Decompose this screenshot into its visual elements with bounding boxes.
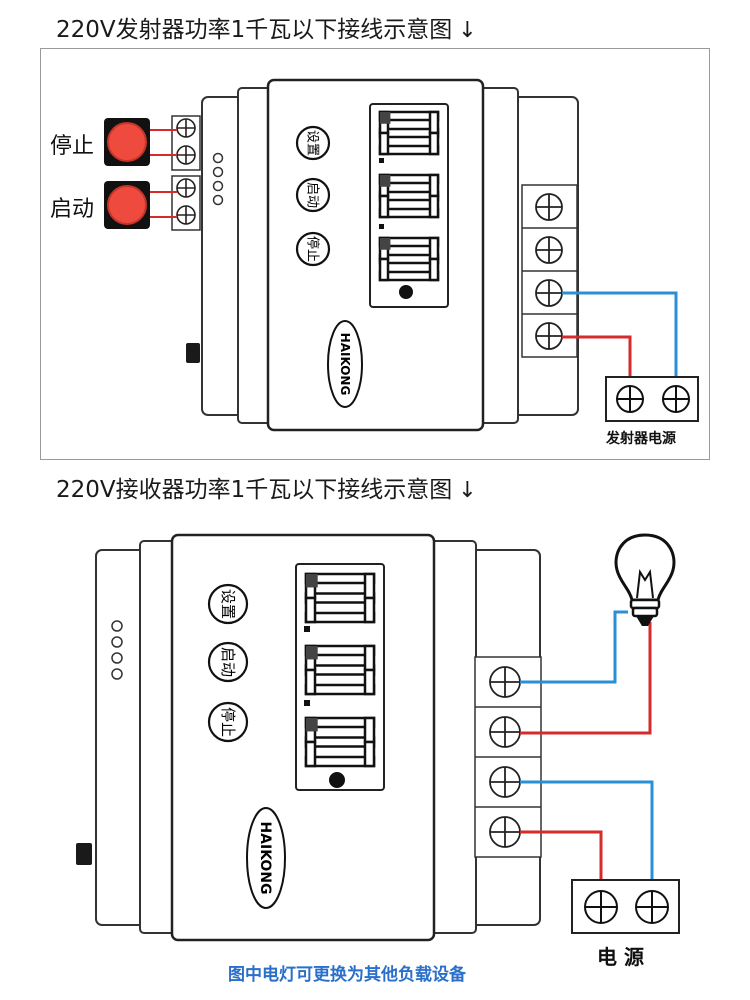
receiver-digit-1 [304, 644, 376, 696]
side-knob [186, 343, 200, 363]
transmitter-red-wire [562, 335, 632, 382]
receiver-digit-0 [304, 572, 376, 624]
receiver-panel-button-1[interactable]: 启动 [207, 641, 249, 683]
load-note: 图中电灯可更换为其他负载设备 [228, 965, 466, 985]
indicator-holes [212, 152, 224, 206]
right-terminal-block [521, 184, 578, 358]
transmitter-heading: 220V发射器功率1千瓦以下接线示意图↓ [56, 10, 477, 44]
transmitter-power-label: 发射器电源 [606, 431, 676, 447]
receiver-heading: 220V接收器功率1千瓦以下接线示意图↓ [56, 470, 477, 504]
stop-label: 停止 [50, 134, 95, 159]
transmitter-digit-1 [378, 173, 440, 219]
receiver-power-label: 电 源 [597, 945, 644, 969]
transmitter-panel-button-label-1: 启动 [304, 182, 319, 208]
transmitter-heading-text: 220V发射器功率1千瓦以下接线示意图 [56, 17, 453, 43]
seven-segment-display [295, 563, 385, 791]
receiver-digit-2 [304, 716, 376, 768]
indicator-holes [111, 620, 123, 680]
load-blue-wire [520, 610, 628, 684]
receiver-red-wire [520, 830, 603, 884]
svg-text:HAIKONG: HAIKONG [338, 333, 352, 396]
transmitter-panel-button-label-0: 设置 [304, 130, 319, 156]
side-knob [76, 843, 92, 865]
receiver-power-terminal [571, 879, 680, 934]
receiver-panel-button-2[interactable]: 停止 [207, 701, 249, 743]
transmitter-panel-button-0[interactable]: 设置 [295, 125, 331, 161]
down-arrow-icon: ↓ [458, 18, 477, 43]
brand-logo: HAIKONG [327, 320, 363, 408]
start-label: 启动 [50, 197, 95, 222]
down-arrow-icon: ↓ [458, 478, 477, 503]
transmitter-digit-2 [378, 236, 440, 282]
transmitter-power-terminal [605, 376, 699, 422]
receiver-panel-button-label-0: 设置 [219, 589, 237, 619]
left-terminal-block [171, 115, 201, 231]
transmitter-blue-wire [562, 291, 678, 382]
receiver-panel-button-label-2: 停止 [219, 707, 237, 737]
transmitter-panel-button-1[interactable]: 启动 [295, 177, 331, 213]
transmitter-panel-button-2[interactable]: 停止 [295, 231, 331, 267]
receiver-blue-wire [520, 780, 654, 884]
receiver-panel-button-0[interactable]: 设置 [207, 583, 249, 625]
right-terminal-block [474, 656, 542, 858]
start-push-button[interactable] [104, 181, 150, 229]
brand-logo: HAIKONG [246, 807, 286, 909]
transmitter-panel-button-label-2: 停止 [304, 236, 320, 262]
receiver-heading-text: 220V接收器功率1千瓦以下接线示意图 [56, 477, 453, 503]
svg-text:HAIKONG: HAIKONG [257, 821, 273, 894]
seven-segment-display [369, 103, 449, 308]
light-bulb-icon [614, 533, 676, 626]
load-red-wire [520, 622, 652, 735]
receiver-panel-button-label-1: 启动 [219, 647, 237, 677]
transmitter-digit-0 [378, 110, 440, 156]
stop-push-button[interactable] [104, 118, 150, 166]
